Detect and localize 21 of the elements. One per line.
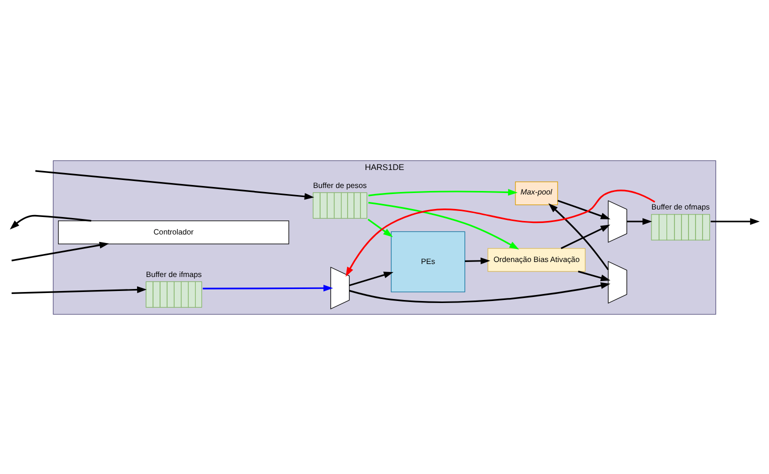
arrow — [710, 218, 760, 224]
arrow — [10, 214, 92, 229]
arrow — [560, 224, 610, 249]
node-trapezoid — [330, 266, 350, 309]
arrow — [202, 284, 334, 291]
arrow — [349, 282, 610, 302]
arrow — [12, 286, 147, 294]
arrow — [346, 189, 656, 276]
arrow — [368, 218, 393, 237]
arrow — [557, 199, 610, 219]
arrow — [464, 257, 490, 264]
node-trapezoid — [608, 260, 628, 304]
arrow — [349, 271, 394, 286]
arrow — [35, 170, 314, 200]
arrow — [626, 218, 652, 224]
node-trapezoid — [608, 200, 628, 242]
arrow — [12, 241, 110, 261]
arrow — [368, 201, 520, 249]
arrow — [368, 188, 518, 196]
arrow — [578, 270, 610, 281]
arrow — [548, 202, 609, 270]
